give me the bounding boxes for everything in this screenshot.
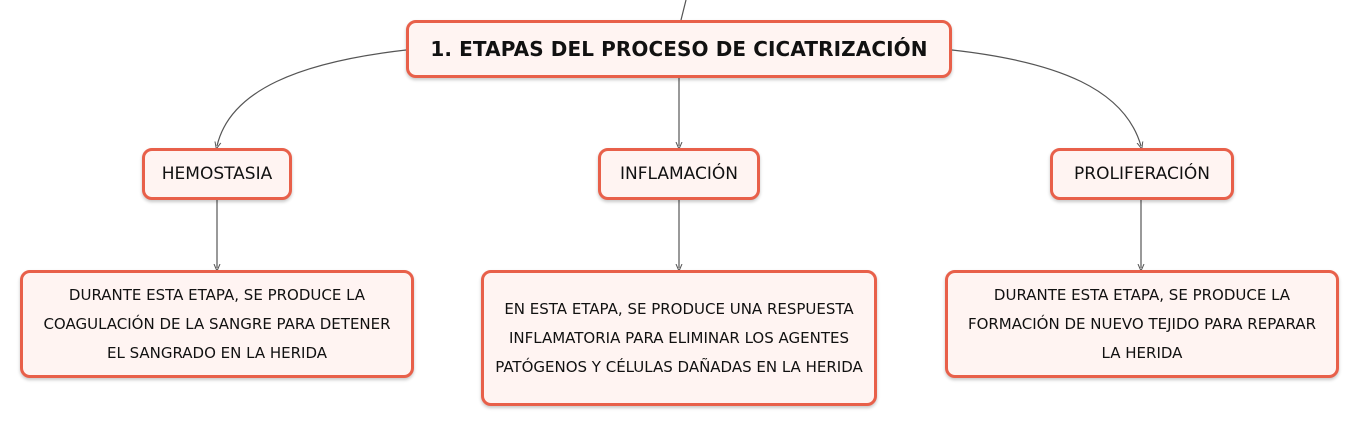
root-node[interactable]: 1. ETAPAS DEL PROCESO DE CICATRIZACIÓN	[406, 20, 952, 78]
stage-node-label: HEMOSTASIA	[161, 164, 273, 184]
stage-node-label: PROLIFERACIÓN	[1074, 164, 1210, 184]
description-text: DURANTE ESTA ETAPA, SE PRODUCE LA COAGUL…	[43, 285, 391, 362]
stage-node-label: INFLAMACIÓN	[620, 164, 738, 184]
stage-node-inflamacion[interactable]: INFLAMACIÓN	[598, 148, 760, 200]
description-text: DURANTE ESTA ETAPA, SE PRODUCE LA FORMAC…	[967, 285, 1317, 362]
connector-root-to-proliferacion	[951, 49, 1141, 146]
description-node-inflamacion[interactable]: EN ESTA ETAPA, SE PRODUCE UNA RESPUESTA …	[481, 270, 877, 406]
stage-node-hemostasia[interactable]: HEMOSTASIA	[142, 148, 292, 200]
description-text: EN ESTA ETAPA, SE PRODUCE UNA RESPUESTA …	[495, 299, 863, 376]
stage-node-proliferacion[interactable]: PROLIFERACIÓN	[1050, 148, 1234, 200]
description-node-hemostasia[interactable]: DURANTE ESTA ETAPA, SE PRODUCE LA COAGUL…	[20, 270, 414, 378]
root-node-label: 1. ETAPAS DEL PROCESO DE CICATRIZACIÓN	[430, 37, 928, 61]
connector-from-parent	[680, 0, 687, 21]
description-node-proliferacion[interactable]: DURANTE ESTA ETAPA, SE PRODUCE LA FORMAC…	[945, 270, 1339, 378]
connector-root-to-hemostasia	[217, 49, 407, 146]
